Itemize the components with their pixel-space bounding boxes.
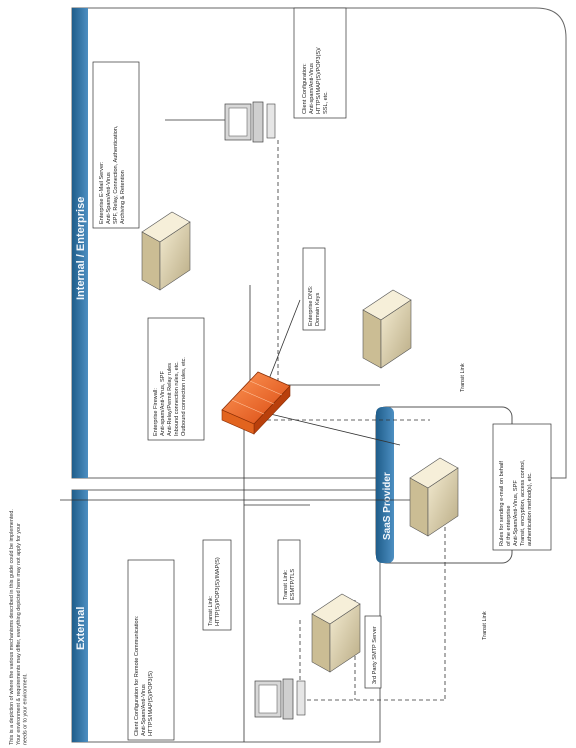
svg-text:Rules for sending e-mail on be: Rules for sending e-mail on behalf of th…: [499, 458, 533, 546]
svg-text:Transit Link: HTTP(S)/PO: Transit Link: HTTP(S)/POP3(S)/IMAP(S): [208, 557, 221, 626]
saas-zone-title: SaaS Provider: [382, 472, 393, 540]
disclaimer-note: This is a depiction of where the various…: [9, 508, 29, 745]
dns-config-box: Enterprise DNS: Domain Keys: [302, 247, 326, 331]
saas-server-icon: [409, 457, 459, 537]
mail-server-config-box: Enterprise E-Mail Server: Anti-Spam/Anti…: [92, 61, 140, 229]
svg-text:Transit Link: ESMTP/TLS: Transit Link: ESMTP/TLS: [283, 568, 296, 600]
client-remote-computer-icon: [254, 678, 306, 720]
firewall-config-box: Enterprise Firewall: Anti-spam/Anti-Viru…: [147, 317, 205, 441]
firewall-icon: [221, 371, 291, 435]
client-remote-config-box: Client Configuration for Remote Communic…: [127, 559, 175, 741]
internal-zone-title: Internal / Enterprise: [75, 197, 87, 300]
svg-text:Enterprise Firewall: Ant: Enterprise Firewall: Anti-spam/Anti-Viru…: [153, 357, 187, 436]
transit-link-bottom-label: Transit Link: [482, 611, 488, 640]
svg-text:3rd Party SMTP Server: 3rd Party SMTP Server: [372, 626, 378, 684]
svg-text:Enterprise E-Mail Server:: Enterprise E-Mail Server: Anti-Spam/Anti…: [99, 124, 126, 224]
external-zone-title: External: [75, 607, 87, 650]
firewall-to-saas-link: [261, 411, 401, 446]
transit-link-saas-label: Transit Link: [460, 363, 466, 392]
transit-https-box: Transit Link: HTTP(S)/POP3(S)/IMAP(S): [202, 539, 232, 631]
saas-rules-box: Rules for sending e-mail on behalf of th…: [492, 423, 552, 551]
third-party-server-icon: [311, 593, 361, 673]
svg-text:Client Configuration for Remot: Client Configuration for Remote Communic…: [134, 614, 154, 736]
client-internal-config-box: Client Configuration: Anti-spam/Anti-Vir…: [293, 7, 347, 119]
svg-text:Client Configuration: An: Client Configuration: Anti-spam/Anti-Vir…: [302, 46, 329, 114]
third-party-box: 3rd Party SMTP Server: [364, 615, 382, 689]
mail-server-icon: [141, 211, 191, 291]
svg-text:Enterprise DNS: Domain K: Enterprise DNS: Domain Keys: [308, 284, 321, 326]
dns-server-icon: [362, 289, 412, 369]
client-internal-computer-icon: [224, 101, 276, 143]
transit-esmtp-box: Transit Link: ESMTP/TLS: [277, 539, 301, 605]
